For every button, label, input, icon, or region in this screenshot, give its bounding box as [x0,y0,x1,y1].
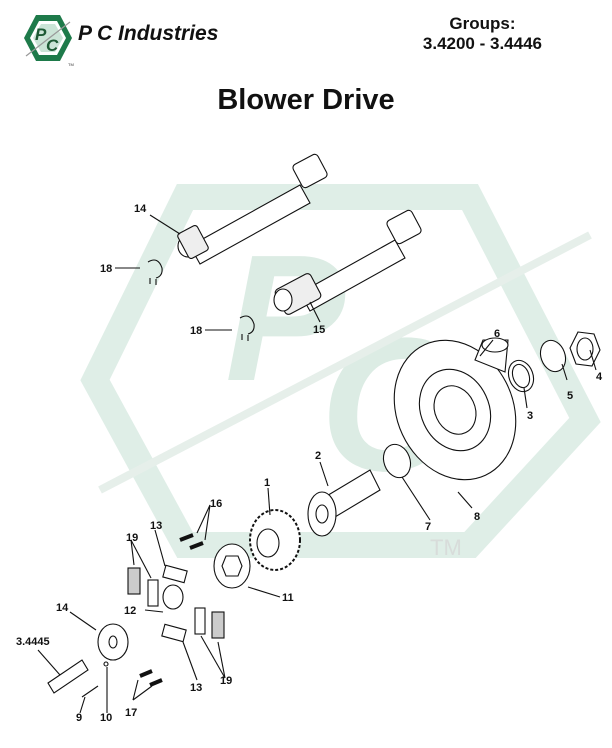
part-10-washer [103,661,109,667]
logo-trademark: TM [68,62,74,67]
part-19b-block [147,579,159,607]
part-12-nut [162,584,184,610]
part-13b-plate [161,623,187,643]
callout-17: 15 [313,324,326,336]
part-7-ring [382,443,412,479]
part-19a-block [127,567,141,595]
callout-12: 12 [124,605,137,617]
svg-text:C: C [46,36,59,55]
svg-text:P: P [35,25,47,44]
part-19d-block [211,611,225,639]
callout-13b: 13 [190,682,203,694]
part-8-housing [393,337,517,481]
page-title: Blower Drive [217,84,395,116]
callout-3: 3 [527,410,534,422]
part-2-hub [307,469,381,537]
callout-8: 8 [474,511,481,523]
part-5-lockwasher [539,339,567,373]
part-11-hub [213,543,251,589]
part-18b-clip [239,315,255,341]
part-17-shaft [273,209,422,315]
company-logo: P C TM [22,12,74,67]
svg-text:TM: TM [430,535,462,560]
part-14a-pin [179,533,194,542]
callout-6: 6 [494,328,501,340]
groups-label: Groups: [449,14,516,33]
callout-15: 14 [56,602,69,614]
part-18a-clip [147,259,163,285]
callout-5: 5 [567,390,574,402]
brand-name: P C Industries [78,22,219,45]
part-14d-pin [149,678,163,687]
callout-2: 2 [315,450,322,462]
callout-1: 1 [264,477,271,489]
callout-3-4445: 3.4445 [16,636,50,648]
callout-4: 4 [596,371,603,383]
part-14b-pin [189,541,204,550]
part-16-shaft [177,153,328,265]
leader-lines [37,214,597,714]
svg-text:P: P [225,218,346,419]
callout-11: 11 [282,592,294,604]
callout-18b: 18 [190,325,203,337]
callout-19b: 19 [220,675,233,687]
callout-13a: 13 [150,520,163,532]
callout-19a: 19 [126,532,139,544]
pc-hexagon-logo-icon: P C [24,15,72,61]
callout-14b: 17 [125,707,138,719]
callout-9: 9 [76,712,83,724]
part-13a-plate [162,564,188,584]
callout-10: 10 [100,712,113,724]
groups-range: 3.4200 - 3.4446 [422,34,542,53]
part-1-gear [249,509,301,571]
part-9-bolt [81,685,99,698]
callout-16: 14 [134,203,147,215]
groups-block: Groups: 3.4200 - 3.4446 [423,14,542,54]
callout-7: 7 [425,521,432,533]
part-19c-block [194,607,206,635]
watermark-logo-icon [80,184,601,558]
callout-18a: 18 [100,263,113,275]
part-14c-pin [139,669,153,678]
callout-14a: 16 [210,498,223,510]
part-3-4445-shaft [47,659,89,694]
